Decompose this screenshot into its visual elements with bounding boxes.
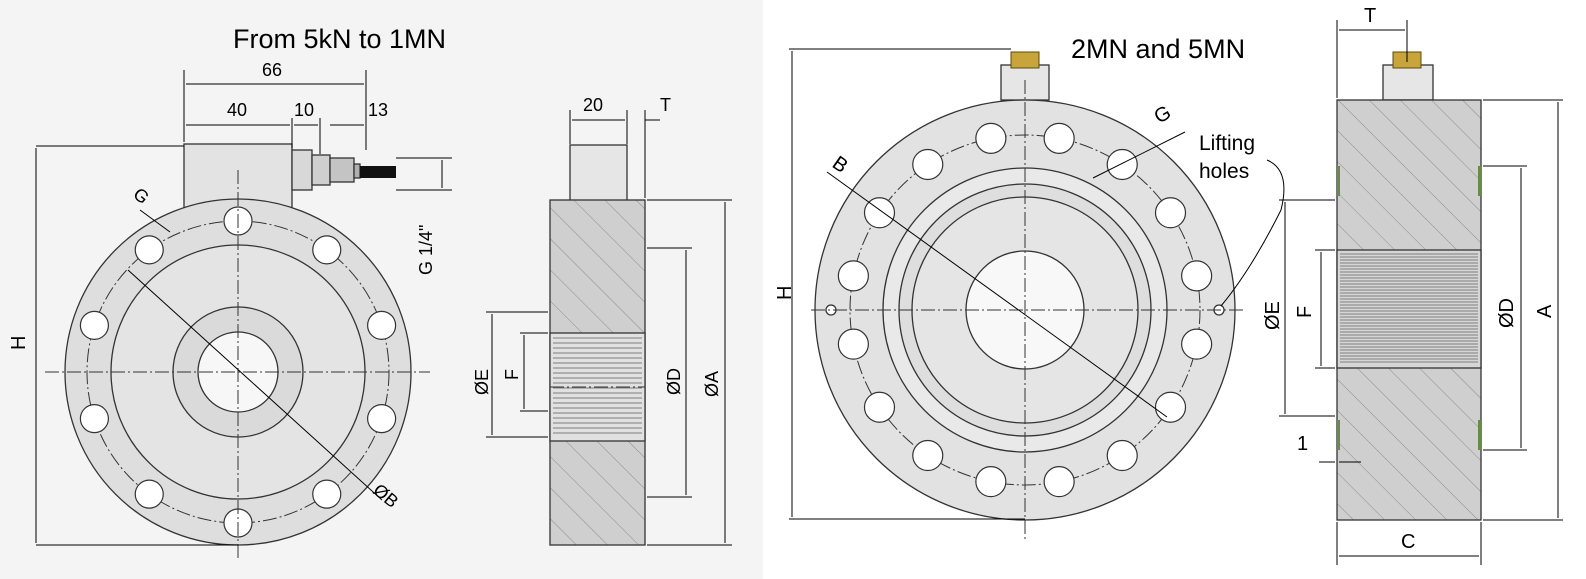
right-drawing-panel: 2MN and 5MN: [771, 0, 1586, 579]
bolt-hole: [1043, 122, 1075, 154]
dim-F-large: F: [1294, 306, 1316, 318]
dim-E: ØE: [472, 369, 492, 395]
dim-66: 66: [262, 60, 282, 80]
lifting-label-line1: Lifting: [1199, 132, 1255, 155]
label-B: ØB: [369, 480, 402, 512]
dim-13: 13: [368, 100, 388, 120]
label-G-large: G: [1151, 101, 1175, 128]
right-drawing: H B G Lifting holes T: [774, 5, 1563, 565]
lifting-leader: [1220, 159, 1285, 307]
label-B-large: B: [828, 152, 852, 178]
left-title: From 5kN to 1MN: [233, 24, 447, 54]
dim-A-large: A: [1534, 304, 1556, 318]
bolt-hole: [1154, 197, 1187, 229]
bolt-hole: [312, 235, 342, 265]
bolt-holes: [837, 122, 1213, 498]
bolt-hole: [367, 310, 397, 340]
cable: [360, 166, 396, 178]
dim-H: H: [8, 336, 30, 350]
bolt-hole: [312, 479, 342, 509]
dim-T-large: T: [1364, 5, 1376, 27]
section-view: [549, 144, 646, 546]
dim-E-large: ØE: [1262, 301, 1284, 330]
bolt-hole: [863, 197, 896, 229]
bolt-hole: [912, 148, 944, 181]
label-G: G: [129, 184, 153, 208]
bolt-hole: [837, 328, 869, 360]
bolt-hole: [975, 466, 1007, 498]
bolt-hole: [1154, 391, 1187, 423]
bolt-hole: [863, 391, 896, 423]
bolt-hole: [367, 404, 397, 434]
bolt-hole: [134, 479, 164, 509]
left-drawing: 66 40 10 13 G 1/4" H G ØB: [8, 60, 732, 560]
left-drawing-panel: From 5kN to 1MN: [0, 0, 763, 579]
bolt-hole: [975, 122, 1007, 154]
thread: [553, 337, 642, 434]
bolt-hole: [1181, 328, 1213, 360]
bolt-hole: [79, 404, 109, 434]
section-view-large: [1336, 51, 1482, 521]
bolt-hole: [912, 439, 944, 472]
dim-C: C: [1401, 531, 1415, 553]
thread: [1340, 253, 1478, 363]
bolt-hole: [1106, 148, 1138, 181]
dim-20: 20: [583, 95, 603, 115]
dim-1: 1: [1297, 433, 1308, 455]
dim-F: F: [502, 369, 522, 380]
bolt-hole: [79, 310, 109, 340]
right-title: 2MN and 5MN: [1071, 34, 1246, 64]
dim-T: T: [660, 95, 671, 115]
dim-10: 10: [294, 100, 314, 120]
dim-D-large: ØD: [1496, 298, 1518, 328]
dim-D: ØD: [664, 368, 684, 395]
bolt-hole: [1106, 439, 1138, 472]
lifting-label-line2: holes: [1199, 160, 1249, 183]
dim-A: ØA: [702, 371, 722, 397]
dim-40: 40: [227, 100, 247, 120]
bolt-hole: [1043, 466, 1075, 498]
thread-size-label: G 1/4": [416, 225, 436, 275]
bolt-holes: [79, 206, 397, 538]
dim-H-large: H: [774, 286, 796, 300]
bolt-hole: [837, 260, 869, 292]
bolt-hole: [1181, 260, 1213, 292]
bolt-hole: [134, 235, 164, 265]
